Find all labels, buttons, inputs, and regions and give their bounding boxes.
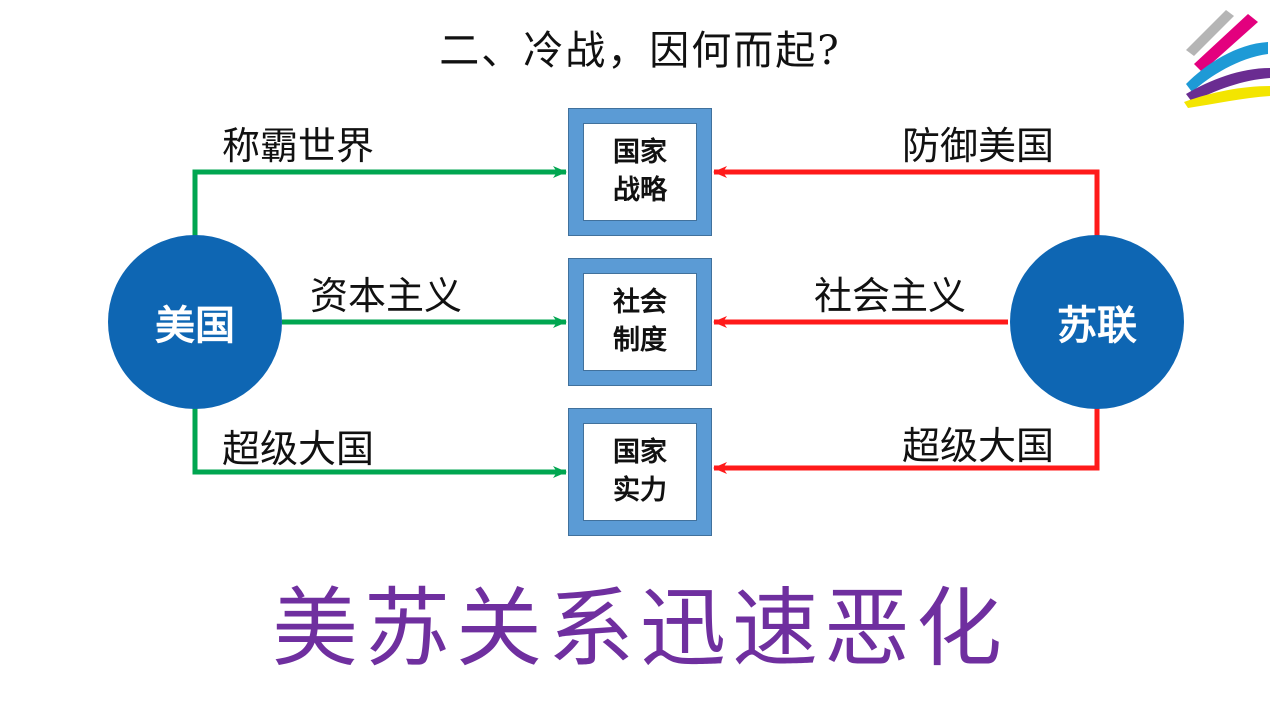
page-title: 二、冷战，因何而起? — [439, 28, 841, 74]
ussr-label-strategy: 防御美国 — [902, 124, 1055, 168]
box-line-2: 实力 — [613, 475, 667, 506]
conclusion-text: 美苏关系迅速恶化 — [272, 579, 1008, 679]
box-line-1: 国家 — [613, 437, 667, 468]
box-line-2: 制度 — [613, 325, 667, 356]
box-line-2: 战略 — [613, 175, 667, 206]
usa-strategy-arrow — [192, 166, 567, 238]
box-line-1: 社会 — [613, 287, 667, 318]
usa-label-system: 资本主义 — [310, 274, 463, 318]
usa-node: 美国 — [108, 235, 282, 409]
social-system-box: 社会 制度 — [568, 258, 712, 386]
ussr-power-arrow — [713, 408, 1100, 474]
usa-power-arrow — [192, 408, 567, 478]
ussr-label-system: 社会主义 — [814, 274, 967, 318]
national-strategy-box: 国家 战略 — [568, 108, 712, 236]
ussr-node-label: 苏联 — [1057, 303, 1137, 349]
usa-node-label: 美国 — [155, 303, 235, 349]
ussr-label-power: 超级大国 — [902, 424, 1055, 468]
ussr-node: 苏联 — [1010, 235, 1184, 409]
usa-label-power: 超级大国 — [222, 427, 375, 471]
ussr-strategy-arrow — [713, 166, 1100, 238]
box-line-1: 国家 — [613, 137, 667, 168]
national-power-box: 国家 实力 — [568, 408, 712, 536]
brand-ribbon-logo-icon — [1184, 10, 1270, 108]
usa-label-strategy: 称霸世界 — [222, 124, 375, 168]
